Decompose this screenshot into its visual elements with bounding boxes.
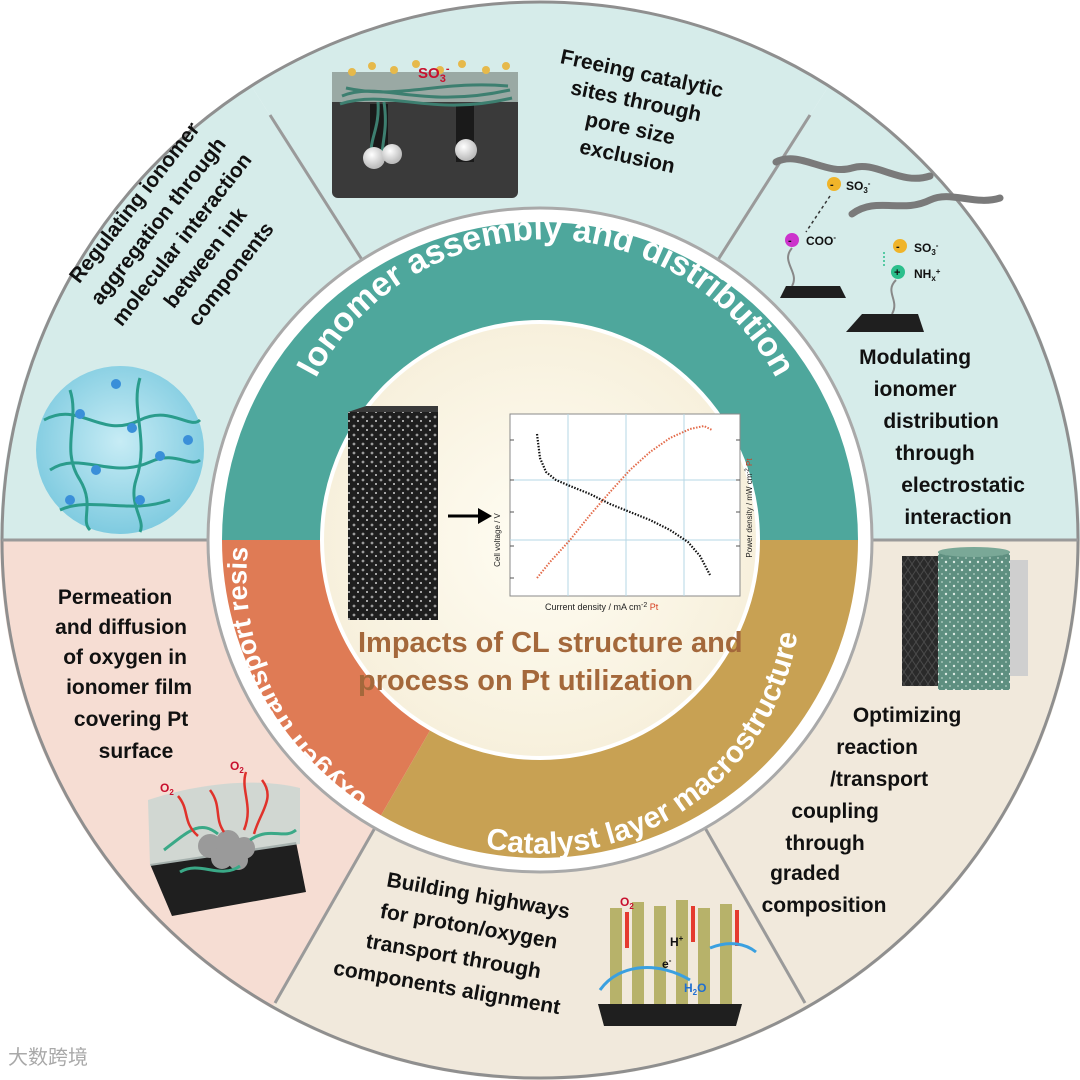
so3-label: SO3- [418, 63, 450, 85]
ring-band-macrostructure [381, 540, 858, 859]
o2-label-right: O2 [230, 759, 244, 775]
center-content: Cell voltage / V Power density / mW cm-2… [348, 406, 754, 697]
proton-label: H+ [670, 934, 684, 949]
electron-label: e- [662, 956, 672, 971]
graded-text: Optimizing reaction /transport coupling … [762, 704, 968, 917]
oxygen-film-illustration: O2 O2 [148, 759, 306, 916]
x-axis-label: Current density / mA cm-2 Pt [545, 602, 659, 612]
polarization-chart: Cell voltage / V Power density / mW cm-2… [493, 413, 754, 612]
aggregation-illustration [36, 366, 204, 534]
y-right-label: Power density / mW cm-2 Pt [745, 458, 754, 558]
arrow-icon [448, 508, 492, 524]
electrostatic-illustration: - SO3- - COO- - SO3- + NHx+ [772, 155, 1004, 332]
catalyst-layer-3d-image [348, 412, 438, 620]
coo-label: COO- [806, 233, 836, 248]
svg-text:-: - [830, 179, 834, 191]
oxygen-film-text: Permeation and diffusion of oxygen in io… [55, 586, 198, 763]
svg-text:Optimizing reaction: Optimizing reaction /transport coupling … [762, 704, 968, 917]
center-title-line-2: process on Pt utilization [358, 665, 693, 697]
svg-text:Modulating ionomer: Modulating ionomer distribution through … [859, 346, 1031, 529]
ring-band-oxygen-transport [222, 540, 431, 816]
svg-text:-: - [788, 235, 792, 247]
so3-label-2: SO3- [914, 241, 939, 257]
center-title-line-1: Impacts of CL structure and [358, 627, 743, 659]
o2-label-left: O2 [160, 781, 174, 797]
pore-exclusion-illustration: SO3- [332, 60, 518, 198]
graded-composition-illustration [902, 547, 1028, 690]
svg-text:Permeation and diffusion: Permeation and diffusion of oxygen in io… [55, 586, 198, 763]
highways-illustration: O2 H+ e- H2O [598, 895, 757, 1026]
svg-text:-: - [896, 241, 900, 253]
voltage-curve [535, 433, 711, 576]
water-label: H2O [684, 981, 706, 997]
watermark: 大数跨境 [8, 1045, 88, 1069]
electrostatic-text: Modulating ionomer distribution through … [859, 346, 1031, 529]
ring-band-ionomer [222, 222, 858, 540]
so3-label-1: SO3- [846, 179, 871, 195]
o2-label-highways: O2 [620, 895, 634, 911]
y-left-label: Cell voltage / V [493, 512, 502, 566]
nhx-label: NHx+ [914, 267, 941, 283]
power-curve [536, 424, 713, 579]
svg-text:+: + [894, 267, 900, 279]
